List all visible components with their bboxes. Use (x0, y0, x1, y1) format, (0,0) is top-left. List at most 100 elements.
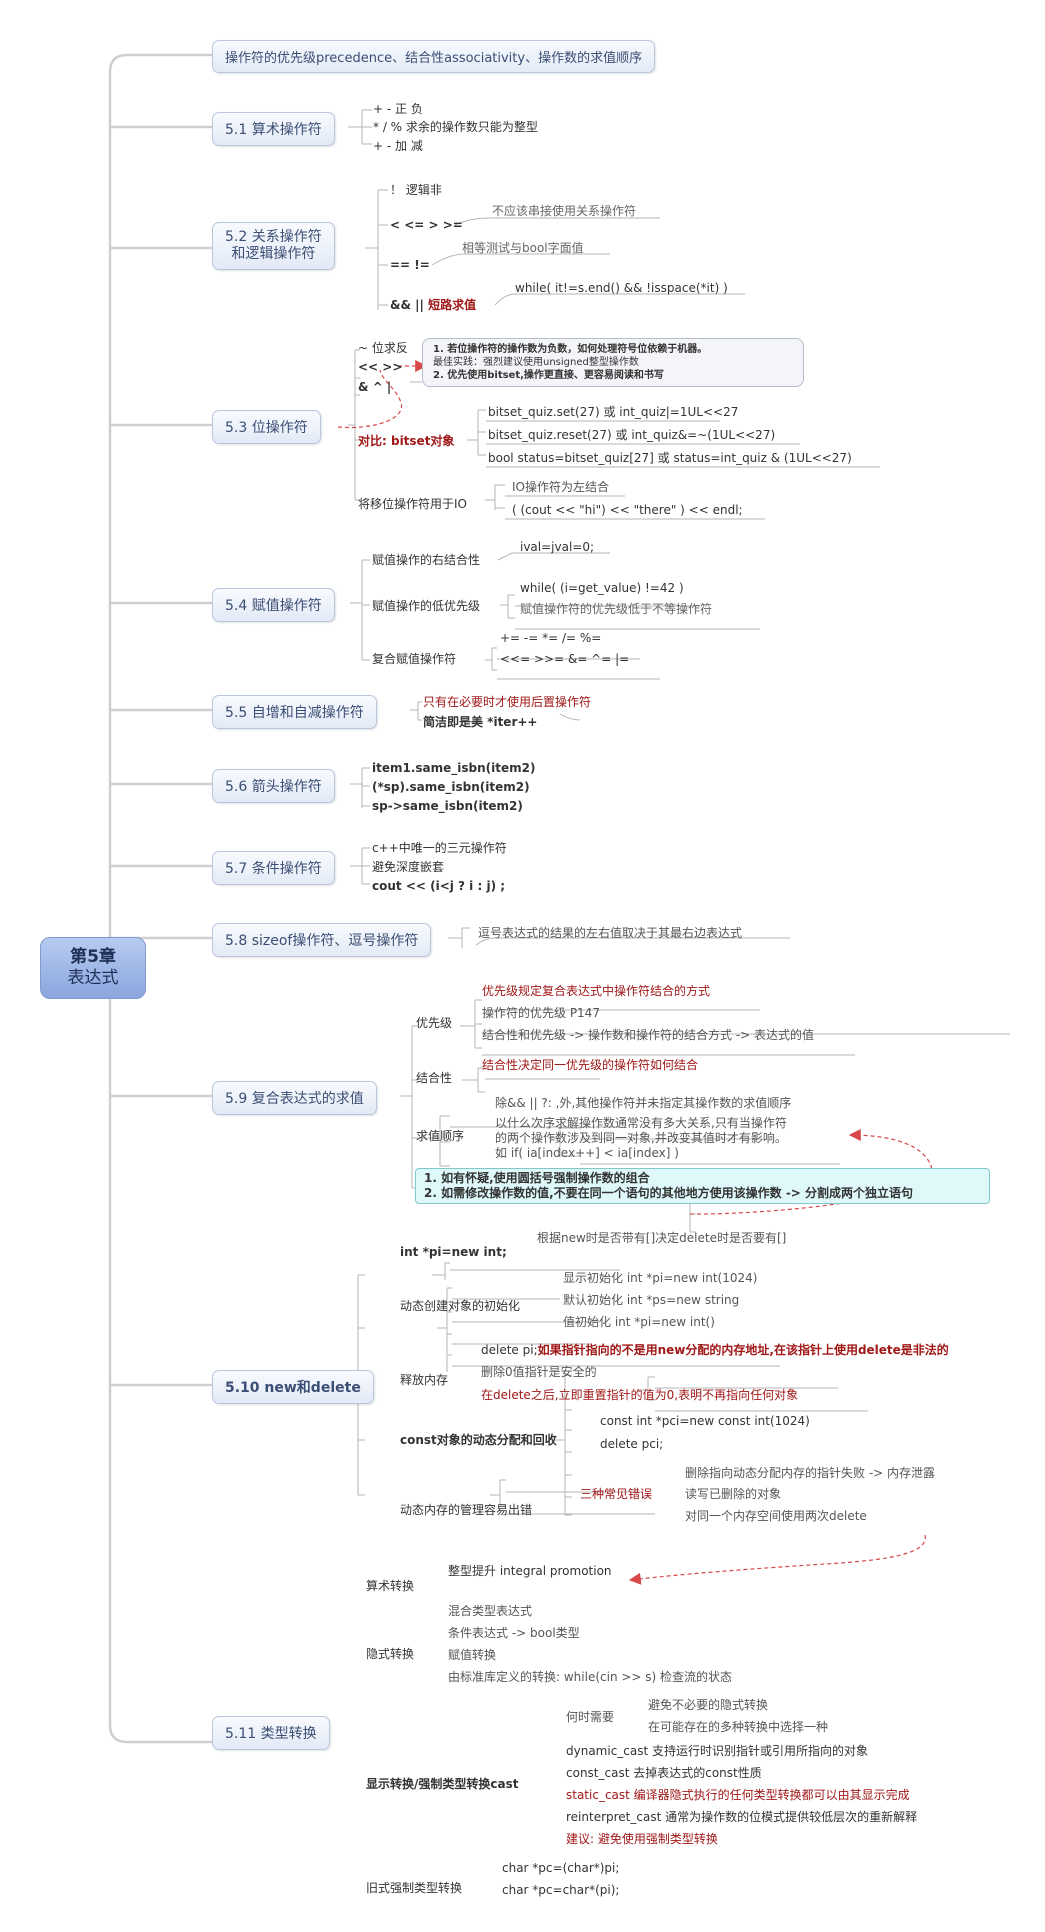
s59-label-prec: 优先级 (416, 1016, 453, 1030)
intro-node[interactable]: 操作符的优先级precedence、结合性associativity、操作数的求… (212, 40, 656, 73)
root-node[interactable]: 第5章 表达式 (40, 937, 146, 999)
s57-item-1: c++中唯一的三元操作符 (372, 841, 507, 855)
s511-arith-item: 整型提升 integral promotion (448, 1564, 612, 1578)
s510-label-const: const对象的动态分配和回收 (400, 1433, 557, 1447)
s510-init-item-1: 显示初始化 int *pi=new int(1024) (563, 1271, 758, 1285)
s57-item-2: 避免深度嵌套 (372, 860, 445, 874)
s511-label-old: 旧式强制类型转换 (366, 1881, 463, 1895)
s51-item-2: * / % 求余的操作数只能为整型 (373, 120, 538, 134)
root-title-line2: 表达式 (67, 968, 119, 988)
s511-implicit-item-4: 由标准库定义的转换: while(cin >> s) 检查流的状态 (448, 1670, 733, 1684)
s53-bitset-item-3: bool status=bitset_quiz[27] 或 status=int… (488, 451, 852, 465)
s511-old-item-1: char *pc=(char*)pi; (502, 1861, 620, 1875)
s59-assoc-item: 结合性决定同一优先级的操作符如何结合 (482, 1058, 699, 1072)
s510-label-new: int *pi=new int; (400, 1245, 507, 1259)
s59-order-item-2: 以什么次序求解操作数通常没有多大关系,只有当操作符 (495, 1116, 787, 1130)
section-5-2-title-line1: 5.2 关系操作符 (225, 229, 322, 245)
s510-free-item-1: delete pi;如果指针指向的不是用new分配的内存地址,在该指针上使用de… (481, 1342, 949, 1358)
section-5-10-title: 5.10 new和delete (225, 1380, 361, 1396)
s56-item-3: sp->same_isbn(item2) (372, 799, 523, 813)
s59-tips-box: 1. 如有怀疑,使用圆括号强制操作数的组合 2. 如需修改操作数的值,不要在同一… (415, 1168, 990, 1204)
section-5-7-title: 5.7 条件操作符 (225, 861, 322, 877)
s511-cast-item-5: 建议: 避免使用强制类型转换 (566, 1832, 718, 1846)
s53-note-line-2: 最佳实践：强烈建议使用unsigned整型操作数 (433, 357, 639, 368)
section-5-11-node[interactable]: 5.11 类型转换 (212, 1716, 330, 1750)
s53-bitset-item-1: bitset_quiz.set(27) 或 int_quiz|=1UL<<27 (488, 405, 739, 419)
s510-label-err: 动态内存的管理容易出错 (400, 1503, 533, 1517)
s52-note-3: while( it!=s.end() && !isspace(*it) ) (515, 281, 728, 295)
s52-item-not: ！ 逻辑非 (390, 183, 442, 197)
s59-prec-item-3: 结合性和优先级 -> 操作数和操作符的结合方式 -> 表达式的值 (482, 1028, 815, 1042)
s59-label-assoc: 结合性 (416, 1071, 453, 1085)
s510-new-note: 根据new时是否带有[]决定delete时是否要有[] (537, 1231, 787, 1245)
s510-free-warning: 如果指针指向的不是用new分配的内存地址,在该指针上使用delete是非法的 (537, 1343, 949, 1357)
section-5-10-node[interactable]: 5.10 new和delete (212, 1370, 374, 1404)
s510-err-item-2: 读写已删除的对象 (685, 1487, 782, 1501)
s511-label-implicit: 隐式转换 (366, 1647, 415, 1661)
s510-init-item-2: 默认初始化 int *ps=new string (563, 1293, 740, 1307)
s54-item-3: 赋值操作符的优先级低于不等操作符 (520, 602, 713, 616)
s511-cast-item-4: reinterpret_cast 通常为操作数的位模式提供较低层次的重新解释 (566, 1810, 918, 1824)
s54-label-compound: 复合赋值操作符 (372, 652, 457, 666)
section-5-3-title: 5.3 位操作符 (225, 420, 308, 436)
s58-note: 逗号表达式的结果的左右值取决于其最右边表达式 (478, 926, 743, 940)
s56-item-1: item1.same_isbn(item2) (372, 761, 536, 775)
section-5-8-node[interactable]: 5.8 sizeof操作符、逗号操作符 (212, 923, 432, 957)
section-5-1-node[interactable]: 5.1 算术操作符 (212, 112, 335, 146)
section-5-9-node[interactable]: 5.9 复合表达式的求值 (212, 1081, 377, 1115)
s59-order-item-4: 如 if( ia[index++] < ia[index] ) (495, 1146, 679, 1160)
s53-op-not: ~ 位求反 (358, 341, 408, 355)
section-5-7-node[interactable]: 5.7 条件操作符 (212, 851, 335, 885)
section-5-3-node[interactable]: 5.3 位操作符 (212, 410, 321, 444)
s510-free-item-3: 在delete之后,立即重置指针的值为0,表明不再指向任何对象 (481, 1388, 799, 1402)
s510-err-item-1: 删除指向动态分配内存的指针失败 -> 内存泄露 (685, 1466, 936, 1480)
s52-logic-op: && || (390, 298, 424, 312)
s510-free-item-2: 删除0值指针是安全的 (481, 1365, 597, 1379)
s52-note-1: 不应该串接使用关系操作符 (492, 204, 637, 218)
s510-init-item-3: 值初始化 int *pi=new int() (563, 1315, 715, 1329)
s511-old-item-2: char *pc=char*(pi); (502, 1883, 620, 1897)
section-5-5-node[interactable]: 5.5 自增和自减操作符 (212, 695, 377, 729)
intro-label: 操作符的优先级precedence、结合性associativity、操作数的求… (225, 51, 643, 66)
s54-item-4: += -= *= /= %= (500, 631, 602, 645)
s53-io-label: 将移位操作符用于IO (358, 497, 467, 511)
section-5-11-title: 5.11 类型转换 (225, 1726, 317, 1742)
section-5-1-title: 5.1 算术操作符 (225, 122, 322, 138)
s51-item-1: + - 正 负 (373, 102, 423, 116)
section-5-8-title: 5.8 sizeof操作符、逗号操作符 (225, 933, 419, 949)
s59-label-order: 求值顺序 (416, 1129, 465, 1143)
s511-when-label: 何时需要 (566, 1710, 615, 1724)
s510-label-free: 释放内存 (400, 1373, 449, 1387)
s53-io-item-2: ( (cout << "hi") << "there" ) << endl; (512, 503, 743, 517)
s511-cast-item-2: const_cast 去掉表达式的const性质 (566, 1766, 762, 1780)
section-5-5-title: 5.5 自增和自减操作符 (225, 705, 364, 721)
s53-io-item-1: IO操作符为左结合 (512, 480, 609, 494)
s510-delete-pi: delete pi; (481, 1343, 538, 1357)
s510-const-item-1: const int *pci=new const int(1024) (600, 1414, 810, 1428)
s511-when-item-2: 在可能存在的多种转换中选择一种 (648, 1720, 829, 1734)
s510-label-init: 动态创建对象的初始化 (400, 1299, 521, 1313)
s59-tip-1: 1. 如有怀疑,使用圆括号强制操作数的组合 (424, 1171, 650, 1185)
s511-cast-item-1: dynamic_cast 支持运行时识别指针或引用所指向的对象 (566, 1744, 869, 1758)
s51-item-3: + - 加 减 (373, 139, 423, 153)
root-title-line1: 第5章 (70, 947, 116, 967)
s54-item-5: <<= >>= &= ^= |= (500, 652, 630, 666)
section-5-6-node[interactable]: 5.6 箭头操作符 (212, 769, 335, 803)
s53-note-line-3: 2. 优先使用bitset,操作更直接、更容易阅读和书写 (433, 370, 664, 381)
section-5-4-node[interactable]: 5.4 赋值操作符 (212, 588, 335, 622)
s53-bitset-item-2: bitset_quiz.reset(27) 或 int_quiz&=~(1UL<… (488, 428, 776, 442)
s54-label-right-assoc: 赋值操作的右结合性 (372, 553, 481, 567)
section-5-2-node[interactable]: 5.2 关系操作符 和逻辑操作符 (212, 222, 335, 270)
s510-const-item-2: delete pci; (600, 1437, 664, 1451)
s55-item-1: 只有在必要时才使用后置操作符 (423, 695, 592, 709)
s511-label-arith: 算术转换 (366, 1579, 415, 1593)
s54-label-low-prec: 赋值操作的低优先级 (372, 599, 481, 613)
s59-prec-item-1: 优先级规定复合表达式中操作符结合的方式 (482, 984, 711, 998)
s511-implicit-item-1: 混合类型表达式 (448, 1604, 533, 1618)
s511-cast-item-3: static_cast 编译器隐式执行的任何类型转换都可以由其显示完成 (566, 1788, 910, 1802)
s510-err-item-3: 对同一个内存空间使用两次delete (685, 1509, 867, 1523)
s57-item-3: cout << (i<j ? i : j) ; (372, 879, 506, 893)
s56-item-2: (*sp).same_isbn(item2) (372, 780, 530, 794)
